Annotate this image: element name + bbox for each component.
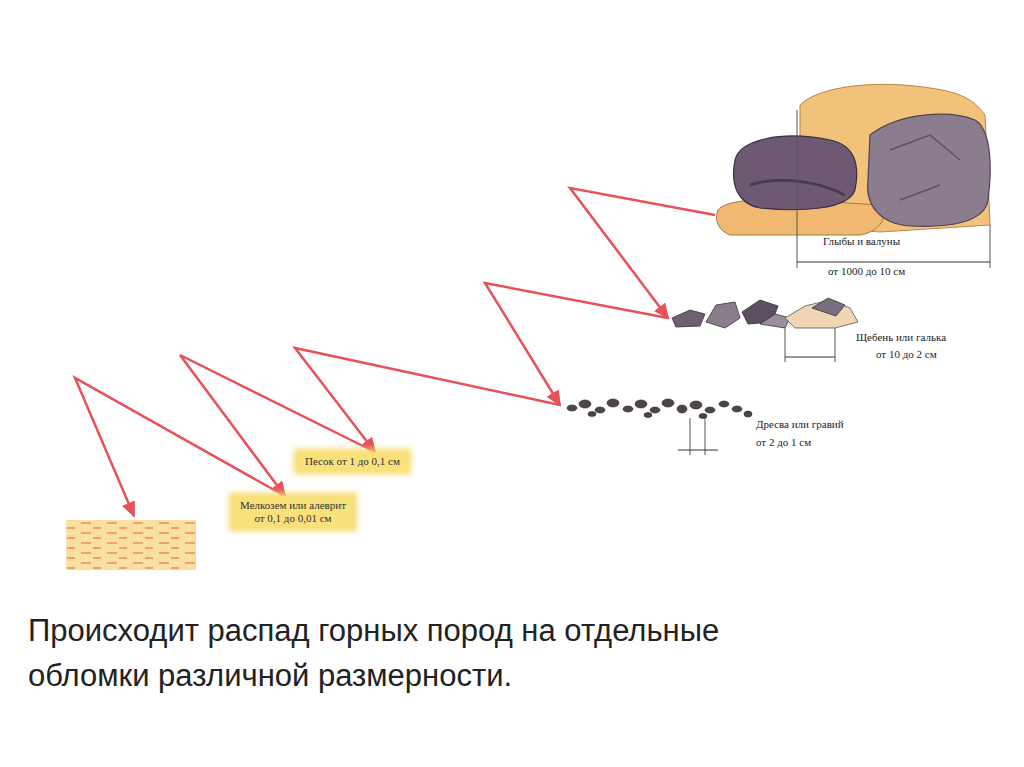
size-range: от 0,1 до 0,01 см <box>240 512 346 525</box>
fraction-group: Глыбы и валуны от 1000 до 10 см <box>715 85 995 282</box>
fraction-group: Щебень или галька от 10 до 2 см <box>668 293 998 373</box>
size-range: от 10 до 2 см <box>876 348 937 361</box>
clay-texture <box>66 520 196 570</box>
gravel <box>567 399 752 455</box>
zigzag-arrow <box>180 355 375 496</box>
size-range: от 1000 до 10 см <box>828 265 905 278</box>
boulders <box>717 84 991 268</box>
fraction-name: Щебень или галька <box>856 331 946 344</box>
caption: Происходит распад горных пород на отдель… <box>28 608 828 698</box>
fraction-name: Глыбы и валуны <box>823 235 900 248</box>
zigzag-arrow <box>485 283 668 405</box>
clay-texture <box>66 520 196 570</box>
label-box: Песок от 1 до 0,1 см <box>297 452 408 471</box>
label-box: Мелкозем или алевритот 0,1 до 0,01 см <box>232 496 354 528</box>
fraction-name: Мелкозем или алеврит <box>240 499 346 512</box>
fraction-name: Дресва или гравий <box>756 418 844 431</box>
zigzag-arrow <box>570 188 715 318</box>
fraction-group: Дресва или гравий от 2 до 1 см <box>560 393 905 459</box>
fraction-name: Песок от 1 до 0,1 см <box>305 455 400 468</box>
zigzag-arrow <box>295 348 560 452</box>
crushed-stone <box>672 298 858 362</box>
size-range: от 2 до 1 см <box>756 436 811 449</box>
caption-text: Происходит распад горных пород на отдель… <box>28 613 719 693</box>
